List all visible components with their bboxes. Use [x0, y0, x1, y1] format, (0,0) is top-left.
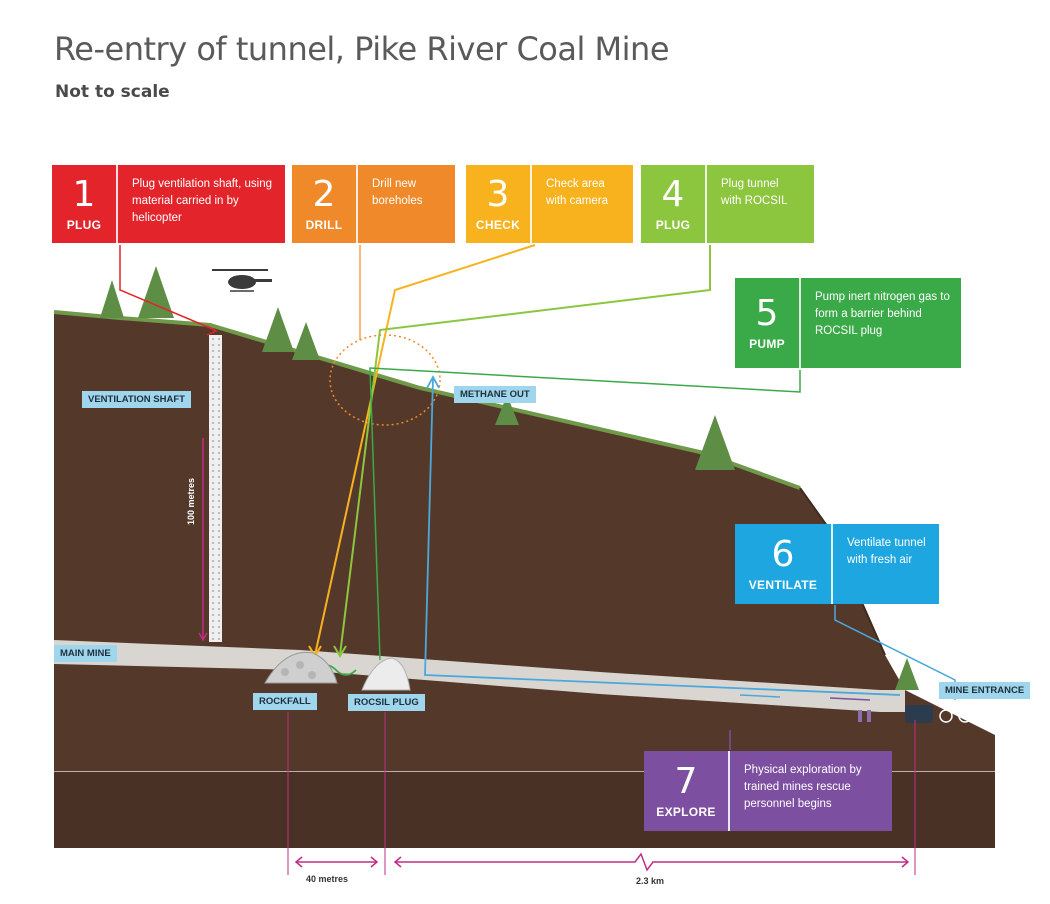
step-number: 2: [312, 174, 336, 215]
rocsil-plug: [361, 657, 411, 691]
dimension-plug-to-entrance: 2.3 km: [636, 876, 665, 886]
main-tunnel: [54, 640, 905, 712]
step-description: Physical exploration by trained mines re…: [744, 764, 862, 810]
trees: [100, 266, 919, 690]
step-description: Pump inert nitrogen gas to form a barrie…: [815, 291, 950, 337]
label-main-mine: MAIN MINE: [54, 645, 117, 662]
rescue-personnel: [858, 710, 871, 722]
step-word: EXPLORE: [656, 805, 716, 819]
step-number: 6: [771, 534, 795, 575]
step-word: PLUG: [655, 218, 691, 232]
ground-surface: [53, 310, 801, 490]
step-description: Plug ventilation shaft, using material c…: [132, 178, 273, 224]
diagram-title: Re-entry of tunnel, Pike River Coal Mine: [54, 30, 670, 68]
step-description: Plug tunnel with ROCSIL: [721, 178, 788, 207]
step-description: Check area with camera: [546, 178, 608, 207]
step-word: DRILL: [305, 218, 343, 232]
dimension-shaft-depth: 100 metres: [186, 477, 196, 525]
step-number: 4: [661, 174, 685, 215]
entrance-vehicle: [905, 705, 972, 723]
step-number: 5: [755, 293, 779, 334]
earth-mass: [54, 312, 995, 848]
step-word: VENTILATE: [748, 578, 818, 592]
dimension-rockfall-to-plug: 40 metres: [306, 874, 349, 884]
label-rocsil-plug: ROCSIL PLUG: [348, 694, 425, 711]
helicopter-icon: [212, 269, 272, 292]
diagram-subtitle: Not to scale: [55, 82, 170, 102]
step-number: 3: [486, 174, 510, 215]
step-word: CHECK: [475, 218, 521, 232]
step-number: 1: [72, 174, 96, 215]
label-rockfall: ROCKFALL: [253, 693, 317, 710]
step-number: 7: [674, 761, 698, 802]
step-word: PLUG: [66, 218, 102, 232]
step-description: Drill new boreholes: [372, 178, 423, 207]
methane-out-path: [424, 377, 901, 696]
rockfall-pile: [264, 651, 338, 684]
label-methane-out: METHANE OUT: [454, 386, 536, 403]
step-word: PUMP: [749, 337, 785, 351]
step-description: Ventilate tunnel with fresh air: [847, 537, 926, 566]
label-ventilation-shaft: VENTILATION SHAFT: [82, 391, 191, 408]
label-mine-entrance: MINE ENTRANCE: [939, 682, 1031, 699]
